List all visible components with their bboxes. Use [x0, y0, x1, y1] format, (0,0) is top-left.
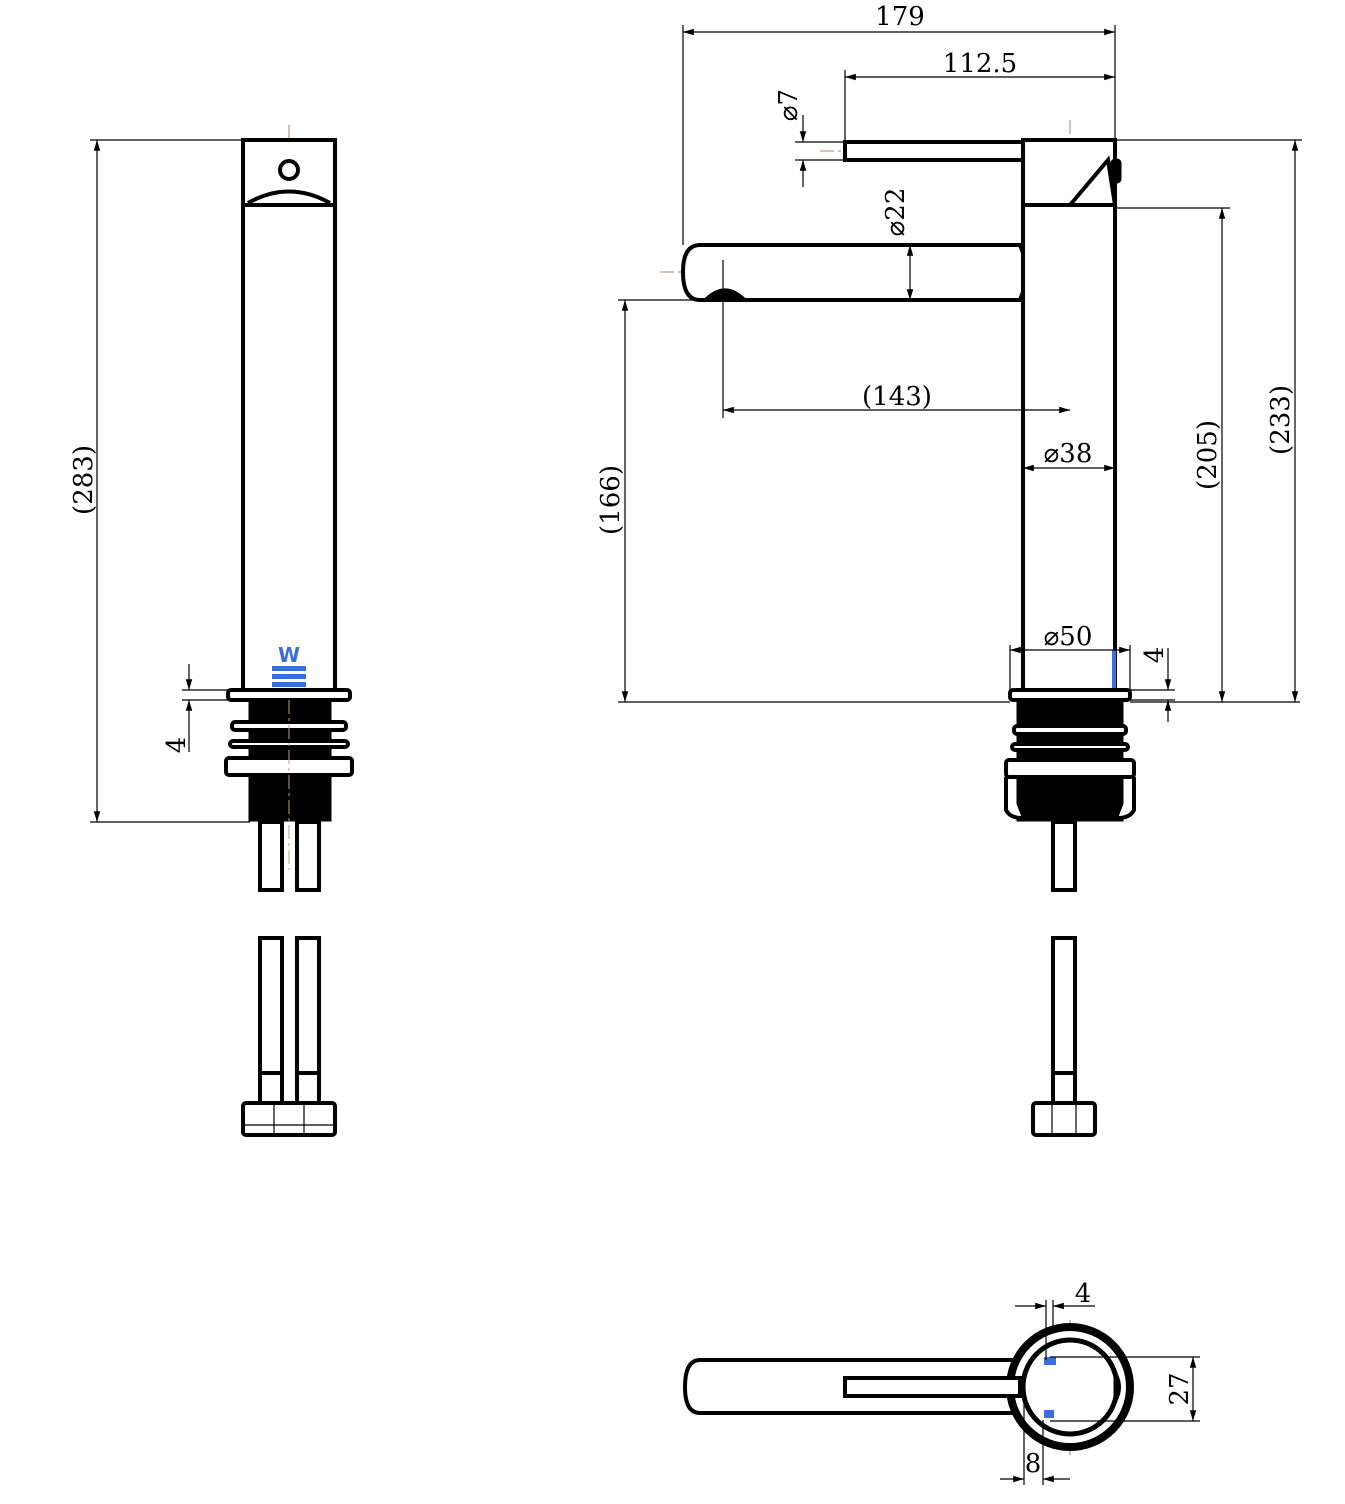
dim-side-flange: 4: [162, 737, 192, 754]
plan-view: 4 27 8: [682, 1279, 1200, 1485]
dim-spout-reach: (143): [862, 382, 932, 412]
dim-lever-dia: ⌀7: [774, 89, 804, 121]
dim-plan-wall: 4: [1075, 1279, 1092, 1309]
dim-lever-reach: 112.5: [943, 49, 1017, 79]
body: [241, 203, 337, 692]
body-inner-ring: [1020, 1337, 1120, 1437]
handle-pin: [278, 159, 300, 181]
dim-overall-height: (233): [1266, 385, 1296, 455]
flange: [226, 688, 352, 702]
dim-plan-hose-spacing: 27: [1165, 1372, 1195, 1405]
side-view: W (283) 4: [69, 125, 354, 1137]
lever: [843, 140, 1025, 162]
dim-body-height: (205): [1193, 420, 1223, 490]
svg-text:W: W: [278, 643, 300, 667]
dim-base-dia: ⌀50: [1044, 622, 1093, 652]
dim-overall-width: 179: [875, 2, 925, 32]
hex-nut: [241, 1101, 337, 1137]
dim-spout-height: (166): [596, 465, 626, 535]
dim-spout-dia: ⌀22: [881, 188, 911, 237]
dim-side-total-height: (283): [69, 445, 99, 515]
front-view: 179 112.5 ⌀7 ⌀22 (143) ⌀38 ⌀50 4 (166): [596, 2, 1302, 1137]
dim-front-flange: 4: [1140, 647, 1170, 664]
dim-plan-offset: 8: [1025, 1449, 1042, 1479]
dim-body-dia: ⌀38: [1044, 439, 1093, 469]
logo-mark: W: [272, 643, 306, 687]
lever-plan: [843, 1376, 1022, 1398]
